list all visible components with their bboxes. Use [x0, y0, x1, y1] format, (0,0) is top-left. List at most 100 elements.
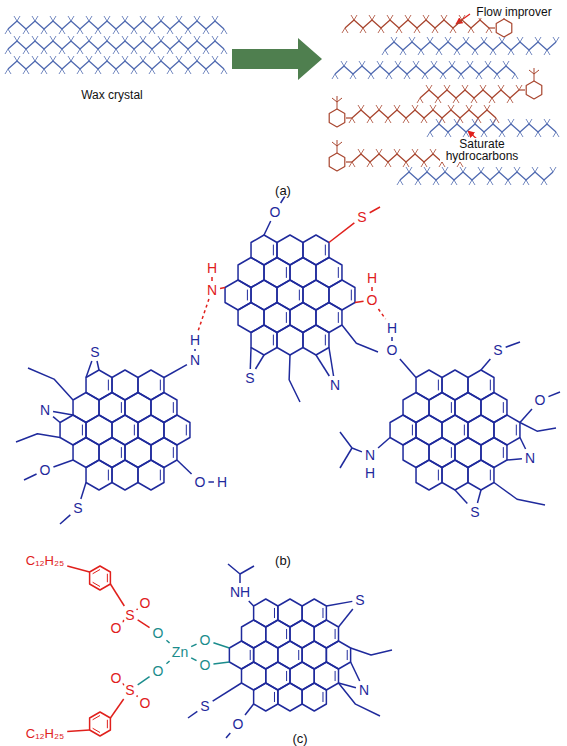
atom-label: H — [364, 466, 376, 480]
bond-line — [391, 337, 393, 341]
bond-line — [138, 677, 150, 685]
hydrogen-tick — [405, 15, 408, 20]
hydrogen-tick — [459, 15, 462, 20]
hydrogen-tick — [185, 49, 188, 54]
atom-label: O — [110, 671, 123, 685]
hydrogen-tick — [71, 56, 74, 61]
double-bond — [247, 290, 248, 301]
hydrogen-tick — [434, 61, 437, 66]
aromatic-ring — [416, 460, 442, 490]
benzene-ring — [526, 81, 542, 99]
hydrogen-tick — [221, 29, 224, 34]
double-bond — [490, 380, 491, 391]
hydrogen-tick — [529, 119, 532, 124]
hydrogen-tick — [8, 49, 11, 54]
hydrogen-tick — [475, 119, 478, 124]
hydrogen-tick — [471, 28, 474, 33]
hydrogen-tick — [212, 56, 215, 61]
hydrogen-tick — [134, 29, 137, 34]
aromatic-ring — [251, 325, 277, 355]
hydrogen-tick — [26, 49, 29, 54]
hydrogen-tick — [519, 85, 522, 90]
hydrogen-tick — [466, 37, 469, 42]
double-bond — [451, 447, 452, 458]
hydrogen-tick — [197, 36, 200, 41]
bond-line — [481, 359, 490, 370]
hydrogen-tick — [59, 49, 62, 54]
hydrogen-tick — [385, 118, 388, 123]
hydrogen-tick — [62, 49, 65, 54]
hydrogen-tick — [502, 37, 505, 42]
hydrogen-tick — [517, 132, 520, 137]
atom-label: N — [329, 378, 341, 392]
double-bond — [108, 470, 109, 481]
hydrogen-tick — [188, 29, 191, 34]
tert-butyl — [534, 74, 535, 81]
hydrogen-tick — [497, 74, 500, 79]
hydrogen-tick — [377, 61, 380, 66]
hydrogen-tick — [511, 119, 514, 124]
hydrogen-tick — [95, 29, 98, 34]
hydrogen-tick — [436, 180, 439, 185]
substituent-bond — [228, 564, 240, 583]
caption-label: Wax crystal — [80, 89, 144, 101]
hydrogen-tick — [113, 49, 116, 54]
hydrogen-tick — [532, 167, 535, 172]
atom-label: N — [39, 403, 51, 417]
hydrogen-tick — [396, 28, 399, 33]
hydrogen-tick — [478, 118, 481, 123]
hydrogen-tick — [404, 74, 407, 79]
aromatic-ring — [278, 683, 302, 711]
double-bond — [503, 447, 504, 458]
hydrogen-tick — [408, 15, 411, 20]
hydrogen-tick — [361, 105, 364, 110]
hydrogen-tick — [406, 167, 409, 172]
hydrogen-tick — [413, 61, 416, 66]
hydrogen-tick — [59, 29, 62, 34]
hydrogen-tick — [514, 167, 517, 172]
hydrogen-tick — [442, 118, 445, 123]
hydrogen-tick — [161, 36, 164, 41]
double-bond — [134, 425, 135, 436]
atom-label: O — [269, 205, 282, 219]
alkyl-chain — [28, 368, 73, 400]
bond-line — [329, 348, 334, 377]
hydrogen-tick — [86, 36, 89, 41]
hydrogen-tick — [170, 29, 173, 34]
hydrogen-tick — [394, 149, 397, 154]
hydrogen-tick — [553, 37, 556, 42]
hydrogen-tick — [221, 69, 224, 74]
hydrogen-tick — [424, 167, 427, 172]
hydrogen-tick — [517, 167, 520, 172]
hydrogen-tick — [354, 15, 357, 20]
hydrogen-tick — [433, 149, 436, 154]
aromatic-ring — [277, 325, 303, 355]
double-bond — [93, 728, 100, 732]
hydrogen-tick — [149, 69, 152, 74]
hydrogen-tick — [460, 118, 463, 123]
bond-line — [191, 644, 196, 647]
hydrogen-tick — [415, 180, 418, 185]
atom-label: N — [358, 683, 370, 697]
ring-link — [519, 89, 525, 90]
hydrogen-tick — [179, 56, 182, 61]
double-bond — [286, 312, 287, 323]
hydrogen-tick — [502, 132, 505, 137]
alkyl-chain — [351, 648, 392, 655]
hydrogen-tick — [113, 29, 116, 34]
hydrogen-tick — [535, 167, 538, 172]
hydrogen-tick — [203, 69, 206, 74]
double-bond — [325, 335, 326, 346]
double-bond — [299, 290, 300, 301]
hydrogen-tick — [358, 105, 361, 110]
hydrogen-tick — [113, 69, 116, 74]
atom-label: N — [206, 283, 218, 297]
hydrogen-tick — [86, 56, 89, 61]
hydrogen-tick — [436, 119, 439, 124]
atom-label: O — [366, 293, 379, 307]
hydrogen-tick — [122, 36, 125, 41]
hydrogen-tick — [414, 28, 417, 33]
hydrogen-tick — [427, 37, 430, 42]
double-bond — [250, 650, 251, 660]
hydrogen-tick — [395, 61, 398, 66]
